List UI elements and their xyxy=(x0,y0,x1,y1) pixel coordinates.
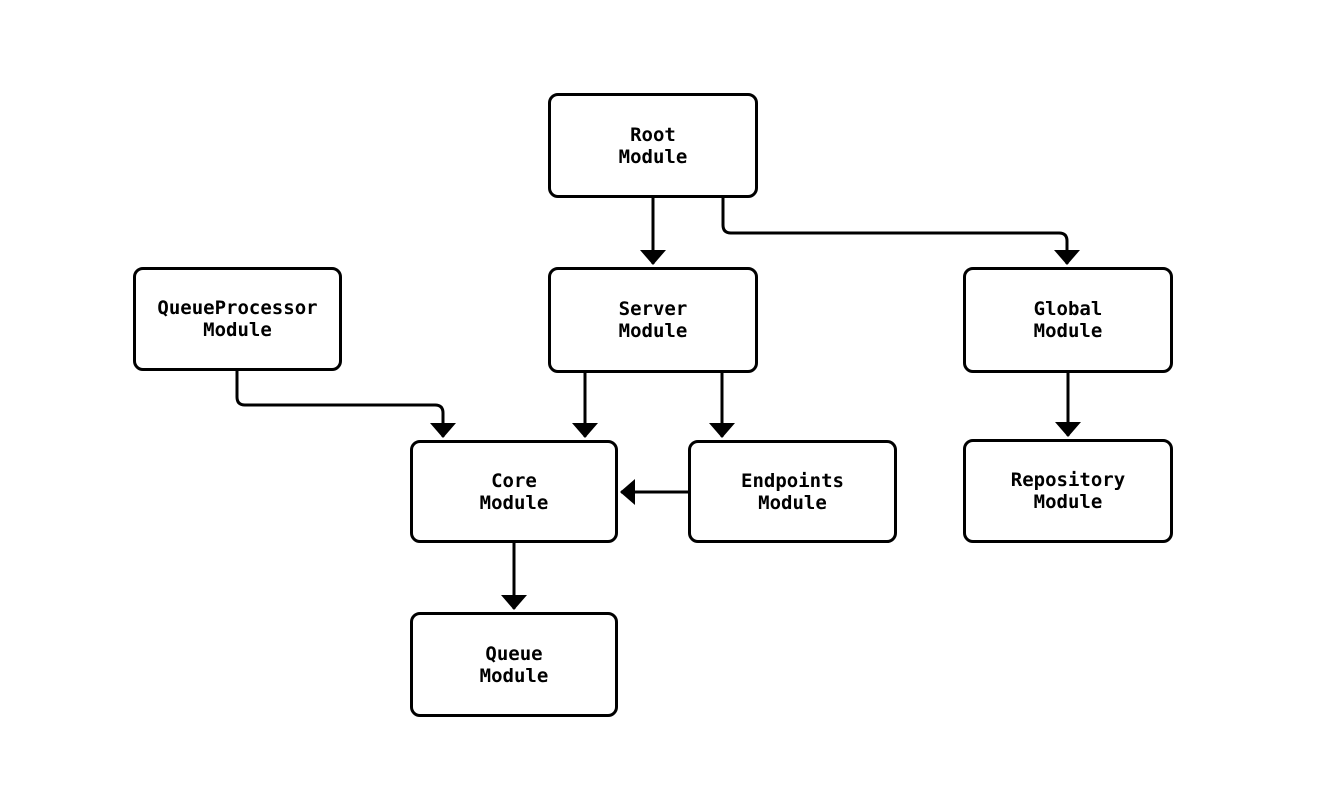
node-label: Module xyxy=(618,145,688,168)
node-label: Root xyxy=(630,123,676,146)
node-label: Queue xyxy=(485,642,543,665)
node-label: Server xyxy=(618,298,688,320)
node-label: Module xyxy=(1033,491,1103,513)
edges-group xyxy=(235,196,1081,610)
edge-root-to-global xyxy=(721,196,1080,265)
node-label: QueueProcessor xyxy=(157,297,318,319)
node-label: Module xyxy=(479,664,549,687)
node-label: Module xyxy=(203,319,272,341)
node-label: Endpoints xyxy=(741,469,844,492)
node-label: Module xyxy=(479,491,549,514)
node-label: Module xyxy=(1033,320,1103,342)
node-label: Module xyxy=(758,491,827,514)
edge-queueprocessor-to-core xyxy=(235,371,456,438)
node-label: Core xyxy=(491,469,537,492)
node-label: Module xyxy=(618,320,688,342)
node-label: Global xyxy=(1033,298,1103,320)
node-label: Repository xyxy=(1010,469,1126,491)
